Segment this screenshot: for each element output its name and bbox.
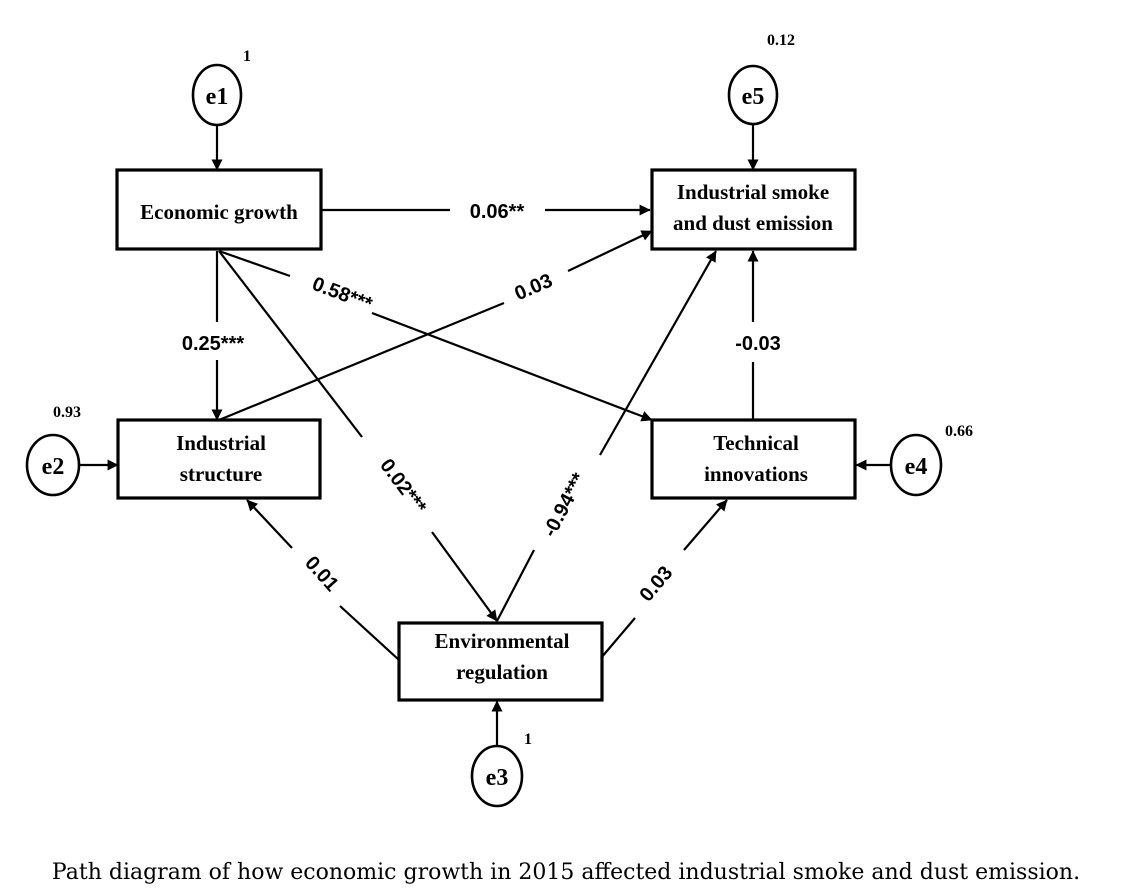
node-label-line2: regulation (456, 660, 548, 684)
edge-env-to-smoke-a (496, 549, 535, 622)
edge-eg-to-env-b (431, 531, 498, 622)
node-label-line1: Technical (713, 431, 799, 455)
error-label: e5 (742, 84, 765, 110)
node-label-line1: Industrial (176, 431, 266, 455)
edge-struct-to-smoke-b (567, 230, 653, 272)
error-label: e2 (42, 454, 65, 480)
error-e2: e2 0.93 (25, 404, 81, 497)
coef-eg-to-tech: 0.58*** (309, 273, 375, 316)
error-label: e4 (905, 454, 928, 480)
coef-env-to-smoke: -0.94*** (539, 469, 591, 540)
error-e5: e5 0.12 (727, 32, 795, 126)
error-variance: 0.93 (53, 404, 81, 421)
coef-eg-to-env: 0.02*** (375, 455, 430, 518)
edge-env-to-tech-a (600, 617, 636, 659)
node-label-line2: innovations (704, 462, 808, 486)
error-e1: e1 1 (191, 48, 251, 127)
edge-eg-to-tech-a (218, 249, 291, 278)
coef-eg-to-smoke: 0.06** (470, 201, 525, 223)
coef-tech-to-smoke: -0.03 (735, 333, 781, 355)
node-label-line2: and dust emission (673, 211, 833, 235)
node-label-line1: Industrial smoke (677, 180, 829, 204)
error-e4: e4 0.66 (889, 423, 973, 497)
node-label-line1: Environmental (435, 629, 570, 653)
error-label: e1 (206, 84, 229, 110)
coef-env-to-tech: 0.03 (635, 562, 677, 606)
node-label-line2: structure (180, 462, 262, 486)
node-economic-growth: Economic growth (115, 168, 323, 251)
error-variance: 0.66 (945, 423, 973, 440)
node-label: Economic growth (140, 200, 298, 224)
edge-env-to-smoke-b (599, 250, 717, 456)
edge-struct-to-smoke-a (218, 301, 505, 422)
coef-env-to-struct: 0.01 (300, 552, 342, 596)
error-variance: 0.12 (767, 32, 795, 49)
coef-struct-to-smoke: 0.03 (511, 270, 555, 305)
edge-env-to-struct-b (246, 499, 293, 549)
error-label: e3 (486, 765, 509, 791)
error-variance: 1 (524, 731, 532, 748)
node-environmental-regulation: Environmental regulation (397, 621, 604, 702)
figure-caption: Path diagram of how economic growth in 2… (52, 860, 1080, 885)
edge-eg-to-env-a (218, 250, 363, 438)
coef-eg-to-struct: 0.25*** (182, 333, 244, 355)
edge-env-to-struct-a (339, 605, 400, 661)
edge-env-to-tech-b (683, 499, 728, 551)
error-variance: 1 (243, 48, 251, 65)
node-industrial-structure: Industrial structure (116, 418, 322, 500)
edge-eg-to-tech-b (371, 311, 653, 422)
node-technical-innovations: Technical innovations (650, 418, 857, 500)
error-e3: e3 1 (470, 731, 532, 808)
node-smoke-emission: Industrial smoke and dust emission (650, 168, 857, 251)
